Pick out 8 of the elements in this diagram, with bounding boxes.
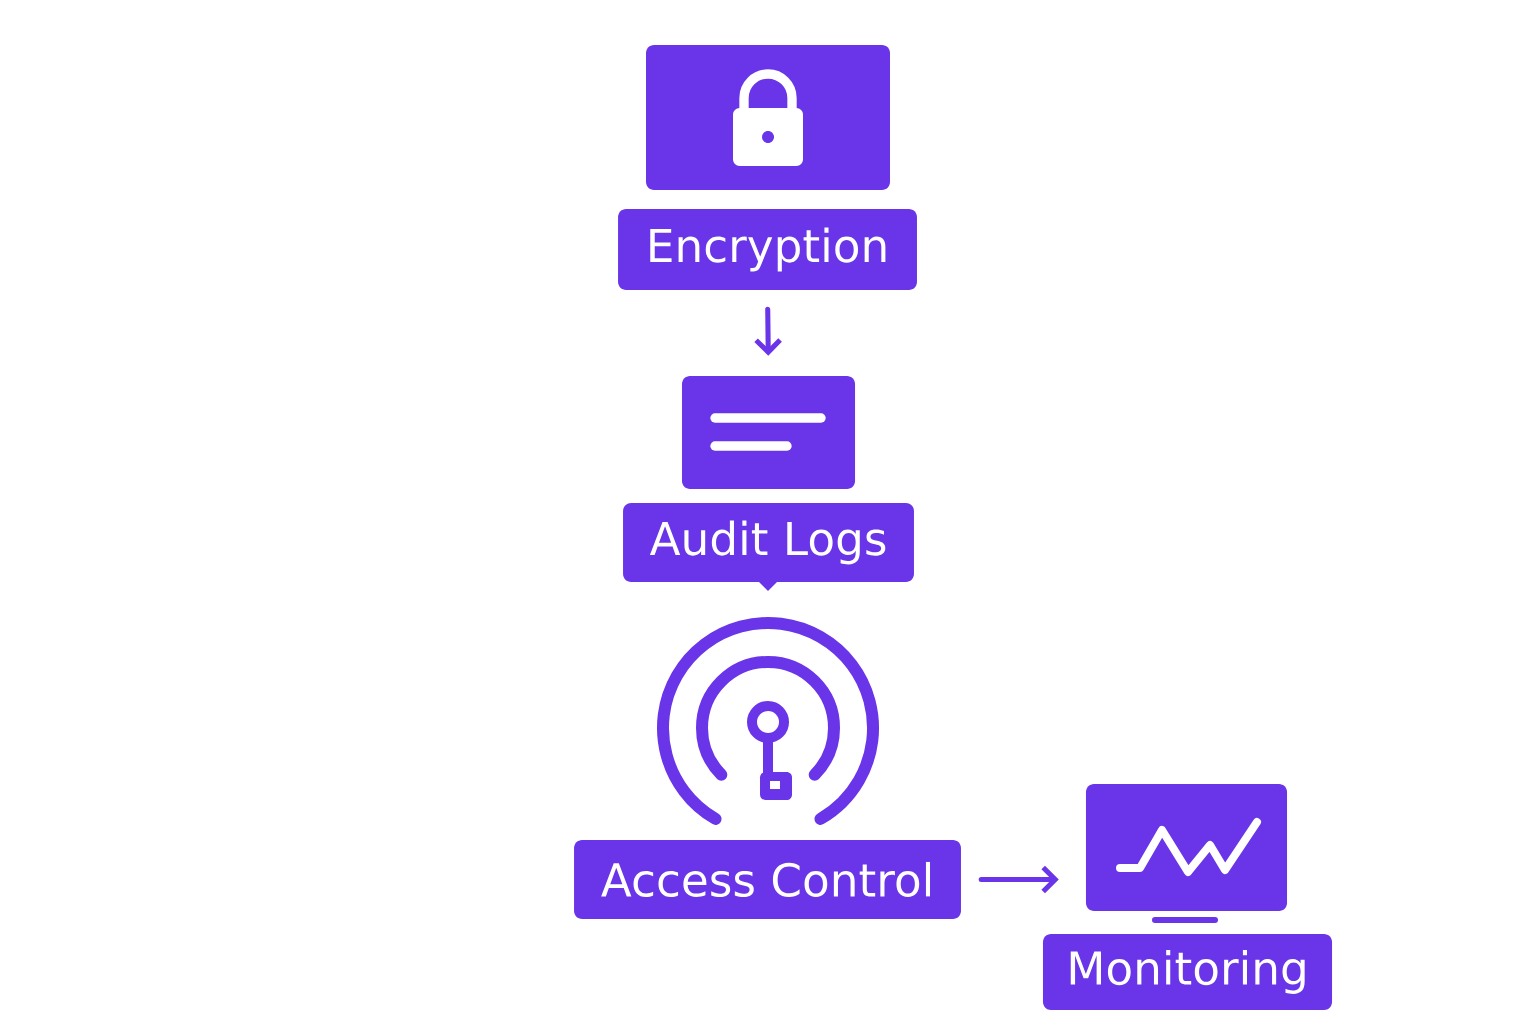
label-box: Encryption [618,208,917,291]
icon-box [681,375,856,490]
label-box: Monitoring [1042,934,1333,1010]
label-box: Audit Logs [623,503,914,582]
icon-box [1085,784,1288,911]
arrow [978,865,1059,894]
arrow [754,306,782,356]
label-box: Access Control [574,840,961,919]
